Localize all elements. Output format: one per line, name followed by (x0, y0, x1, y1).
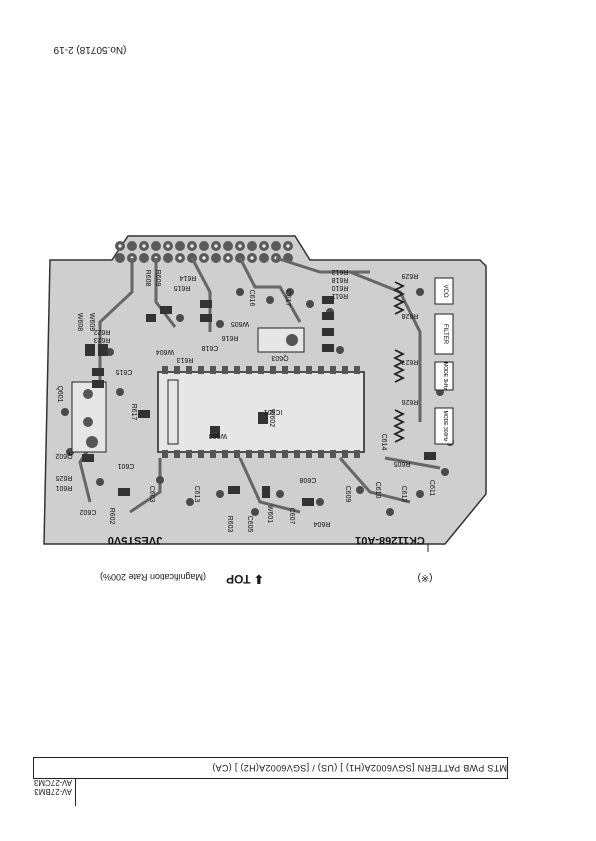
q601-pad (83, 389, 93, 399)
ic601-label: IC601 (264, 408, 283, 415)
label-r616: R616 (222, 334, 239, 341)
label-w605: W605 (231, 320, 249, 327)
label-r623: R623 (94, 336, 111, 343)
label-r625: R625 (56, 474, 73, 481)
q601-pad (83, 417, 93, 427)
marker-label: (※) (405, 572, 445, 583)
test-box-vco: VCO (434, 277, 454, 305)
label-r603: R603 (226, 516, 233, 533)
label-c612: C612 (400, 486, 407, 503)
label-c608: C608 (300, 476, 317, 483)
label-c602: C602 (80, 508, 97, 515)
page-number: (No.50718) 2-19 (35, 44, 145, 55)
test-box-mode-300-text: MODE 300Hz (442, 411, 448, 442)
page-number-text: (No.50718) 2-19 (53, 44, 127, 55)
label-q601: Q601 (56, 385, 63, 402)
resistor-zigzags (392, 281, 406, 443)
label-r613: R613 (177, 356, 194, 363)
label-r617: R617 (130, 404, 137, 421)
label-c605: C605 (246, 516, 253, 533)
label-r629: R629 (402, 272, 419, 279)
footer-title: MTS PWB PATTERN [SGV6002A(H1) ] (US) / [… (212, 763, 507, 773)
label-r605: R605 (394, 460, 411, 467)
marker-text: (※) (417, 572, 433, 583)
label-r622: R622 (94, 328, 111, 335)
test-box-mode-300: MODE 300Hz (434, 407, 454, 445)
magnification-text: (Magnification Rate 200%) (99, 572, 207, 582)
board-maker-label: JVEST5V0 (108, 534, 162, 546)
q603-pad (286, 334, 298, 346)
label-c607: C607 (288, 508, 295, 525)
model-list: AV-27BM3 AV-27CM3 (19, 778, 75, 796)
test-box-mode-3k: MODE 3kHz (434, 361, 454, 391)
test-box-mode-3k-text: MODE 3kHz (442, 362, 448, 390)
magnification-label: (Magnification Rate 200%) (78, 572, 228, 582)
label-r602: R602 (108, 508, 115, 525)
label-w608: W608 (76, 313, 83, 331)
label-r608: R608 (144, 270, 151, 287)
label-r618: R618 (332, 276, 349, 283)
label-c618: C618 (202, 344, 219, 351)
model-item: AV-27BM3 (34, 787, 72, 796)
label-c611: C611 (428, 480, 435, 496)
model-box: AV-27BM3 AV-27CM3 (19, 778, 76, 806)
label-r627: R627 (402, 358, 419, 365)
label-w601: W601 (266, 505, 273, 523)
label-c609: C609 (344, 486, 351, 503)
label-q602: Q602 (55, 452, 72, 459)
label-r610: R610 (332, 284, 349, 291)
label-r626: R626 (402, 398, 419, 405)
label-q603: Q603 (271, 354, 288, 361)
label-c601: C601 (118, 462, 135, 469)
label-w602: W602 (268, 409, 275, 427)
label-c603: C603 (148, 486, 155, 503)
label-w604: W604 (156, 348, 174, 355)
model-item: AV-27CM3 (33, 778, 72, 787)
label-r614: R614 (180, 274, 197, 281)
label-w609: W609 (88, 313, 95, 331)
label-c616: C616 (248, 290, 255, 307)
label-c615: C615 (116, 368, 133, 375)
label-c617: C617 (284, 290, 291, 307)
label-c614: C614 (380, 434, 387, 451)
label-r611: R611 (332, 292, 348, 299)
label-r612: R612 (332, 268, 349, 275)
label-r609: R609 (154, 270, 161, 287)
test-box-filter: FILTER (434, 313, 454, 355)
label-c613: C613 (193, 486, 200, 503)
test-box-vco-text: VCO (442, 284, 448, 297)
footer-title-box: MTS PWB PATTERN [SGV6002A(H1) ] (US) / [… (33, 757, 508, 779)
label-r628: R628 (402, 312, 419, 319)
pwb-diagram: VCO FILTER MODE 3kHz MODE 300Hz IC601 CK… (43, 235, 487, 552)
q602-pad (86, 436, 98, 448)
top-label-text: TOP (226, 572, 251, 586)
label-r601: R601 (56, 484, 73, 491)
label-r615: R615 (174, 284, 191, 291)
solder-pads (61, 288, 454, 516)
label-r604: R604 (314, 520, 331, 527)
board-id-label: CK11268-A01 (355, 534, 425, 546)
label-w603: W603 (209, 432, 227, 439)
label-c610: C610 (374, 482, 381, 499)
copper-traces (78, 256, 441, 514)
q603-outline (257, 327, 305, 353)
test-box-filter-text: FILTER (442, 324, 448, 345)
chip-components (82, 296, 436, 506)
